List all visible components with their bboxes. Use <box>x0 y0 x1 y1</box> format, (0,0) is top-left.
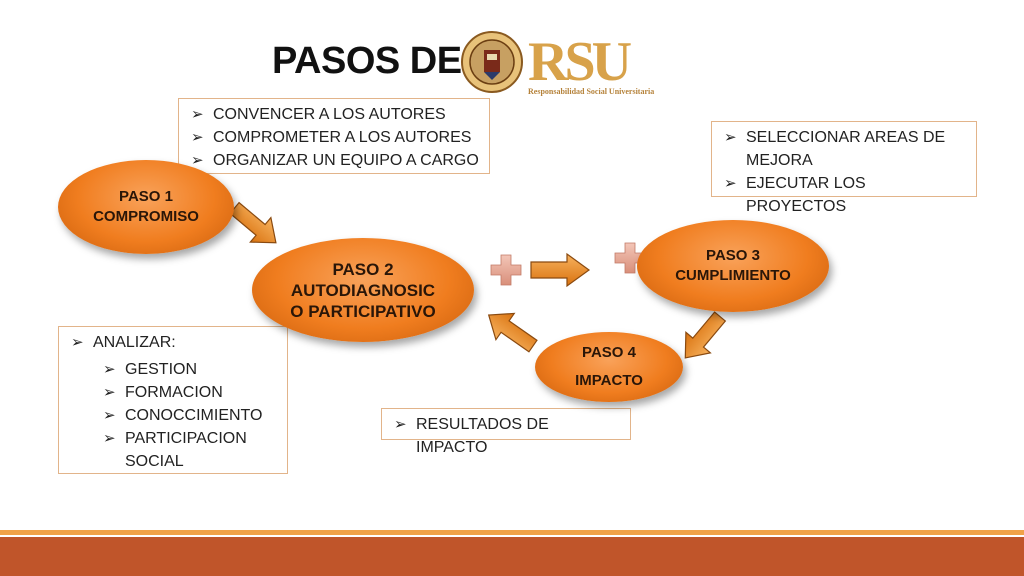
university-seal-icon <box>461 31 523 93</box>
list-item: ➢ANALIZAR: <box>67 331 279 354</box>
list-item: ➢EJECUTAR LOS PROYECTOS <box>720 172 968 218</box>
bullet-arrow-icon: ➢ <box>191 106 204 123</box>
list-item: ➢ORGANIZAR UN EQUIPO A CARGO <box>187 149 481 172</box>
box-autodiagnostico-actions: ➢ANALIZAR: ➢GESTION ➢FORMACION ➢CONOCCIM… <box>58 326 288 474</box>
page-title: PASOS DE <box>272 40 462 82</box>
box-impacto-actions: ➢RESULTADOS DE IMPACTO <box>381 408 631 456</box>
bullet-arrow-icon: ➢ <box>103 361 116 378</box>
arrow-paso1-to-paso2-icon <box>229 201 277 244</box>
step-number: PASO 1 <box>119 188 173 205</box>
footer-bar <box>0 537 1024 576</box>
bullet-arrow-icon: ➢ <box>103 407 116 424</box>
plus-icon <box>490 254 522 286</box>
list-item: ➢SELECCIONAR AREAS DE MEJORA <box>720 126 968 172</box>
bullet-arrow-icon: ➢ <box>103 430 116 447</box>
step-number: PASO 3 <box>706 247 760 264</box>
bullet-arrow-icon: ➢ <box>191 129 204 146</box>
plus-icon <box>614 242 646 274</box>
step-number: PASO 4 <box>582 344 636 361</box>
step-name: CUMPLIMIENTO <box>675 267 791 284</box>
box-cumplimiento-actions: ➢SELECCIONAR AREAS DE MEJORA ➢EJECUTAR L… <box>711 121 977 215</box>
list-item: ➢FORMACION <box>99 381 287 404</box>
step-paso3: PASO 3 CUMPLIMIENTO <box>637 220 829 312</box>
logo-text: RSU <box>528 31 632 93</box>
list-item: ➢CONVENCER A LOS AUTORES <box>187 103 481 126</box>
bullet-arrow-icon: ➢ <box>103 384 116 401</box>
list-item: ➢RESULTADOS DE IMPACTO <box>390 413 622 459</box>
step-paso4: PASO 4 IMPACTO <box>535 332 683 402</box>
step-number: PASO 2 <box>332 259 394 279</box>
logo-subtitle: Responsabilidad Social Universitaria <box>528 87 654 96</box>
step-name: COMPROMISO <box>93 208 199 225</box>
step-name: IMPACTO <box>575 372 643 389</box>
list-item: ➢COMPROMETER A LOS AUTORES <box>187 126 481 149</box>
bullet-arrow-icon: ➢ <box>71 334 84 351</box>
step-paso1: PASO 1 COMPROMISO <box>58 160 234 254</box>
box-compromiso-actions: ➢CONVENCER A LOS AUTORES ➢COMPROMETER A … <box>178 98 490 174</box>
bullet-arrow-icon: ➢ <box>724 175 737 192</box>
arrow-paso2-to-paso3-icon <box>530 252 591 288</box>
arrow-paso3-to-paso4-icon <box>684 311 727 359</box>
list-item: ➢CONOCCIMIENTO <box>99 404 287 427</box>
rsu-logo: RSU Responsabilidad Social Universitaria <box>461 31 654 96</box>
footer-accent-line <box>0 530 1024 535</box>
step-name-cont: O PARTICIPATIVO <box>290 301 436 321</box>
bullet-arrow-icon: ➢ <box>724 129 737 146</box>
list-item: ➢GESTION <box>99 358 287 381</box>
step-paso2: PASO 2 AUTODIAGNOSIC O PARTICIPATIVO <box>252 238 474 342</box>
step-name: AUTODIAGNOSIC <box>290 280 436 300</box>
bullet-arrow-icon: ➢ <box>394 416 407 433</box>
bullet-arrow-icon: ➢ <box>191 152 204 169</box>
arrow-paso4-to-paso2-icon <box>487 312 538 353</box>
list-item: ➢PARTICIPACION SOCIAL <box>99 427 287 473</box>
